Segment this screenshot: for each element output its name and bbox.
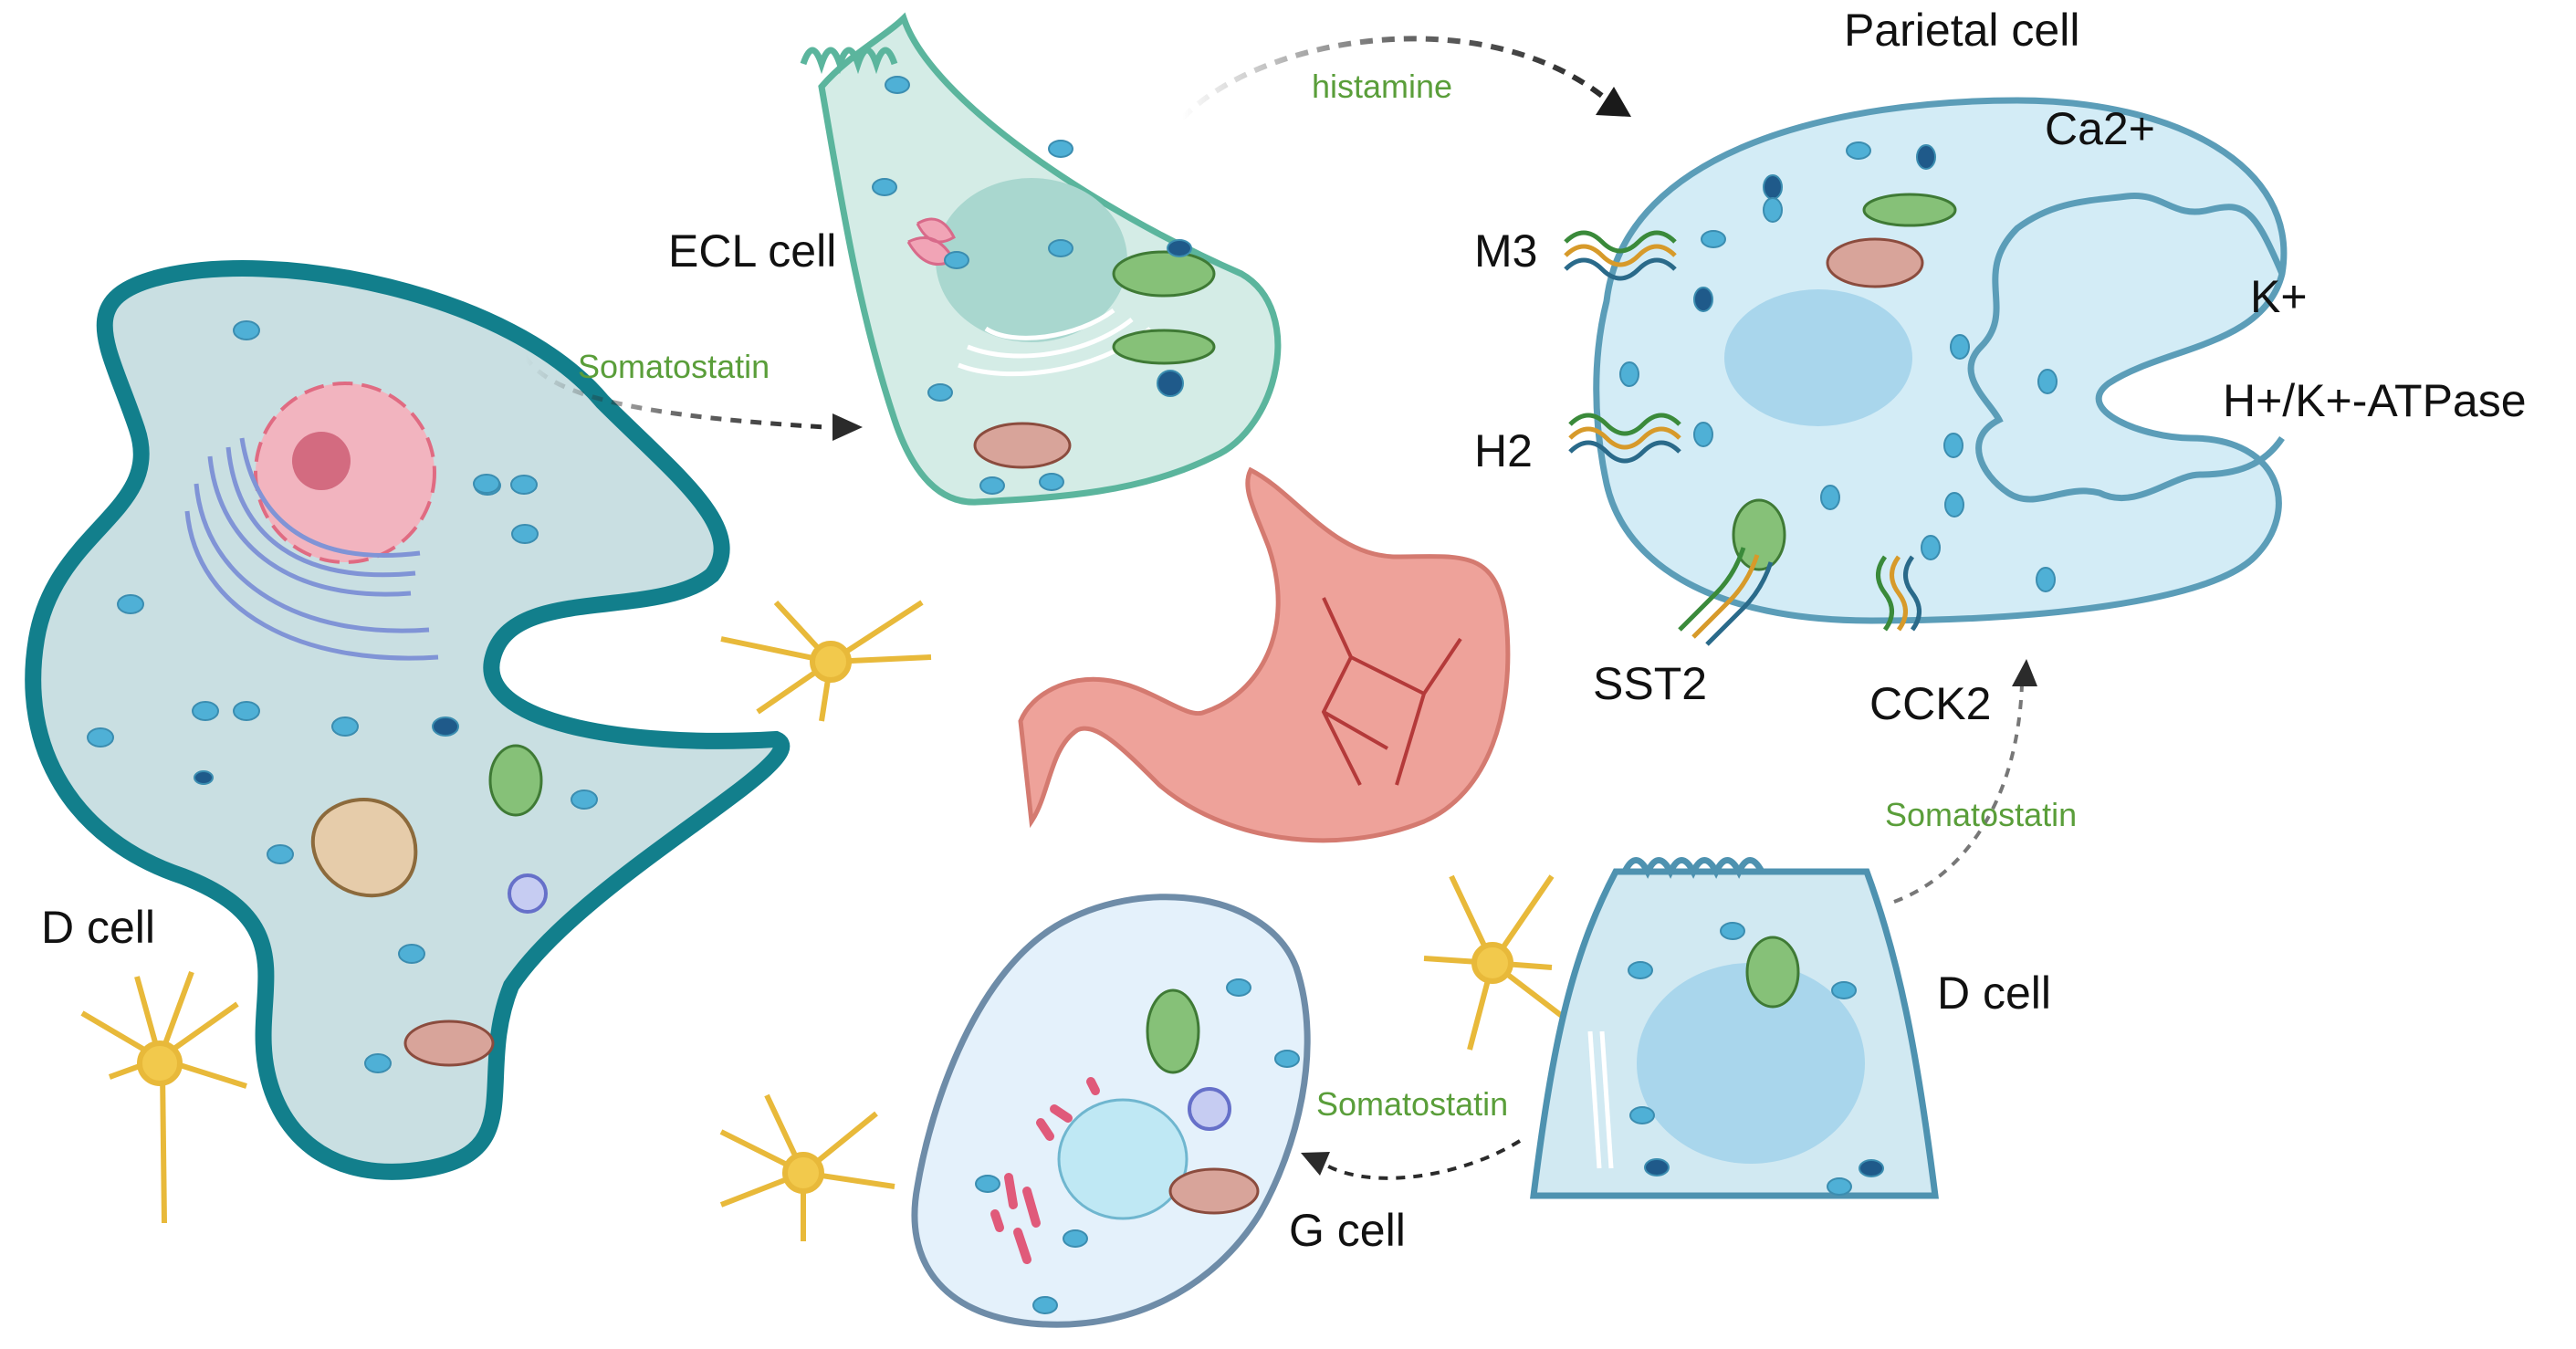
g-cell-mitochondrion-1 (1146, 988, 1200, 1074)
stomach-vessels (1321, 597, 1462, 786)
label-g-cell: G cell (1289, 1205, 1406, 1256)
ecl-cell (800, 12, 1282, 506)
g-cell (911, 894, 1311, 1328)
d-cell-right-vesicles (1628, 922, 1884, 1196)
label-m3: M3 (1474, 225, 1537, 277)
g-cell-mitochondrion-2 (1168, 1167, 1260, 1215)
d-cell-left-mitochondrion-2 (403, 1020, 495, 1067)
g-cell-er (990, 1077, 1100, 1264)
ecl-cell-mitochondrion-1 (1112, 250, 1216, 298)
d-cell-left-vesicles (87, 320, 598, 1073)
signal-somatostatin-to-g: Somatostatin (1316, 1085, 1508, 1123)
cck2-receptor-icon (1876, 555, 1922, 632)
parietal-mitochondrion-2 (1826, 237, 1924, 288)
label-sst2: SST2 (1593, 658, 1707, 709)
label-parietal-cell: Parietal cell (1844, 5, 2079, 56)
d-cell-right-nucleus (1637, 963, 1865, 1164)
parietal-mitochondrion-1 (1862, 193, 1957, 227)
neuron-icon (719, 1093, 895, 1241)
parietal-cell-nucleus (1724, 289, 1912, 426)
d-cell-left-er (184, 437, 439, 661)
label-ecl-cell: ECL cell (668, 225, 836, 277)
label-atpase: H+/K+-ATPase (2223, 375, 2527, 426)
d-cell-right-mitochondrion (1745, 936, 1800, 1009)
g-cell-vacuole (1188, 1087, 1231, 1131)
label-d-cell-right: D cell (1937, 967, 2051, 1019)
d-cell-right (1530, 857, 1939, 1199)
neuron-icon (1423, 874, 1572, 1051)
h2-receptor-icon (1568, 413, 1681, 464)
ecl-cell-vesicles (872, 76, 1192, 495)
neuron-icon (720, 600, 932, 722)
parietal-vesicles (1619, 141, 2058, 592)
ecl-cell-mitochondrion-2 (1112, 329, 1216, 365)
stomach-body (1018, 466, 1511, 843)
g-cell-vesicles (975, 978, 1300, 1314)
d-cell-right-microvilli (1621, 857, 1765, 879)
label-ca: Ca2+ (2045, 103, 2155, 154)
ecl-cell-microvilli (800, 47, 898, 75)
d-cell-left (25, 260, 791, 1180)
parietal-cell (1593, 97, 2288, 624)
arrow-somatostatin-to-parietal (1893, 659, 2037, 904)
d-cell-left-nucleolus (292, 432, 351, 490)
m3-receptor-icon (1564, 230, 1677, 281)
parietal-cell-membrane (1593, 97, 2288, 624)
arrow-somatostatin-to-g (1301, 1139, 1522, 1180)
parietal-canaliculus (1967, 192, 2286, 503)
neuron-icon (80, 970, 247, 1224)
label-k: K+ (2250, 271, 2308, 322)
label-cck2: CCK2 (1869, 678, 1991, 729)
d-cell-right-er (1587, 1030, 1614, 1169)
label-d-cell-left: D cell (41, 902, 155, 953)
ecl-cell-mitochondrion-3 (973, 422, 1072, 469)
signal-somatostatin-to-ecl: Somatostatin (578, 348, 770, 385)
d-cell-left-lysosome (310, 798, 418, 898)
signal-somatostatin-to-parietal: Somatostatin (1885, 796, 2077, 833)
stomach-icon (1018, 466, 1511, 843)
label-h2: H2 (1474, 425, 1533, 476)
g-cell-nucleus (1057, 1098, 1189, 1220)
d-cell-left-vacuole (508, 873, 548, 914)
signal-histamine: histamine (1312, 68, 1452, 105)
arrow-somatostatin-to-ecl (522, 354, 863, 441)
ecl-cell-nucleus (936, 178, 1127, 342)
arrow-histamine (1179, 36, 1631, 121)
parietal-mitochondrion-3 (1732, 498, 1786, 571)
sst2-receptor-icon (1678, 547, 1774, 646)
d-cell-left-mitochondrion-1 (488, 744, 543, 817)
